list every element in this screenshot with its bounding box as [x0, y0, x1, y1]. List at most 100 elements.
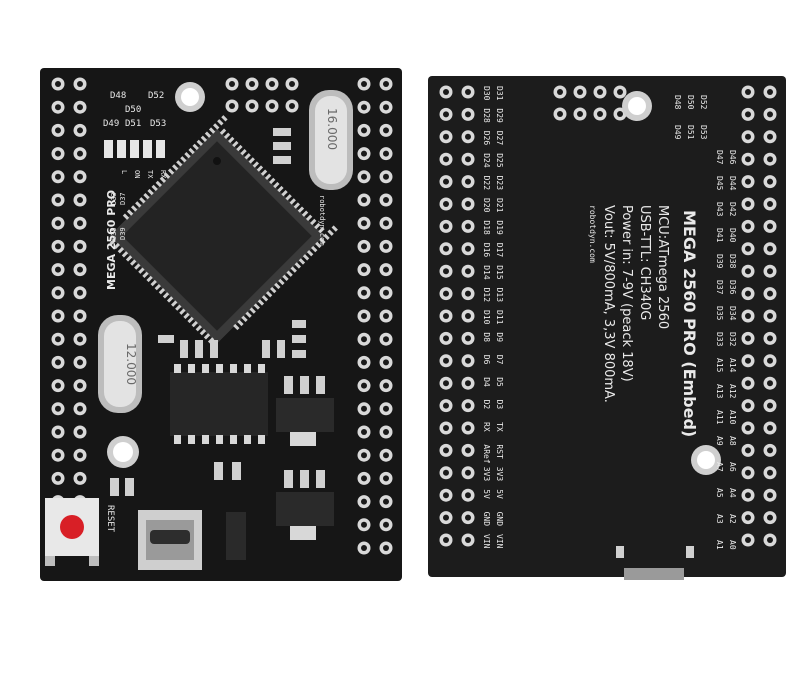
- pin-label: D30: [482, 86, 491, 101]
- pin-label: D9: [495, 332, 504, 342]
- front-model-label: MEGA 2560 PRO: [105, 190, 118, 290]
- crystal-16mhz: 16.000: [309, 90, 353, 190]
- back-left-inner-labels: D31D29D27D25D23D21D19D17D15D13D11D9D7D5D…: [495, 86, 504, 549]
- pin-label: D31: [495, 86, 504, 101]
- pin-label: D21: [495, 198, 504, 213]
- pin-label: A2: [728, 514, 737, 524]
- front-label-d53: D53: [150, 119, 166, 129]
- pin-label: D20: [482, 198, 491, 213]
- voltage-regulator-1: [276, 376, 334, 446]
- mounting-hole-icon: [622, 91, 652, 121]
- pin-label: D19: [495, 220, 504, 235]
- pin-label: A11: [715, 410, 724, 425]
- pin-label: D11: [495, 310, 504, 325]
- pin-label: A15: [715, 358, 724, 373]
- micro-usb-port-icon: [138, 510, 202, 570]
- pin-label: D35: [715, 306, 724, 321]
- pin-label: D26: [482, 131, 491, 146]
- pin-label: D39: [715, 254, 724, 269]
- pin-label: D16: [482, 243, 491, 258]
- back-led: [686, 546, 694, 558]
- front-website: robotdyn.com: [318, 195, 326, 246]
- pin-label: A14: [728, 358, 737, 373]
- pin-label: D3: [495, 400, 504, 410]
- back-title: MEGA 2560 PRO (Embed): [680, 210, 699, 437]
- pin-label: D18: [482, 220, 491, 235]
- pin-label: RX: [482, 422, 491, 432]
- front-label-d52: D52: [148, 91, 164, 101]
- spec-usb: USB-TTL: CH340G: [637, 205, 652, 320]
- back-label-d48: D48: [673, 95, 682, 110]
- usb-ttl-chip: [170, 364, 268, 444]
- front-label-d48: D48: [110, 91, 126, 101]
- pin-label: D36: [728, 280, 737, 295]
- led-label-on: ON: [133, 170, 141, 178]
- pin-label: D5: [495, 377, 504, 387]
- pin-label: D37: [715, 280, 724, 295]
- pin-label: D32: [728, 332, 737, 347]
- pin-label: D17: [495, 243, 504, 258]
- back-right-inner-labels: D47D45D43D41D39D37D35D33A15A13A11A9A7A5A…: [715, 150, 724, 550]
- back-label-d49: D49: [673, 125, 682, 140]
- pin-label: D42: [728, 202, 737, 217]
- back-label-d51: D51: [686, 125, 695, 140]
- voltage-regulator-2: [276, 470, 334, 540]
- back-label-d53: D53: [699, 125, 708, 140]
- atmega-chip: [109, 115, 338, 344]
- pin-label: A7: [715, 462, 724, 472]
- pin-label: RST: [495, 444, 504, 459]
- back-label-d52: D52: [699, 95, 708, 110]
- pin-label: D27: [495, 131, 504, 146]
- reset-button-icon: [45, 498, 99, 566]
- pin-label: D46: [728, 150, 737, 165]
- pin-label: A5: [715, 488, 724, 498]
- front-board: D48 D50 D52 D49 D51 D53 L ON TX RX MEGA …: [40, 68, 402, 581]
- pin-label: D33: [715, 332, 724, 347]
- back-header-pads: [439, 85, 777, 547]
- pin-label: D10: [482, 310, 491, 325]
- mounting-hole-icon: [107, 436, 139, 468]
- back-usb-edge: [624, 568, 684, 580]
- pin-label: D6: [482, 355, 491, 365]
- back-website: robotdyn.com: [588, 205, 597, 263]
- status-leds: [104, 140, 165, 158]
- front-chip-label-d37: D37: [119, 192, 127, 205]
- crystal-12mhz: 12.000: [98, 315, 142, 413]
- pin-label: TX: [495, 422, 504, 432]
- pin-label: GND: [482, 512, 491, 527]
- pin-label: D7: [495, 355, 504, 365]
- mounting-hole-icon: [691, 445, 721, 475]
- pin-label: D41: [715, 228, 724, 243]
- front-label-d51: D51: [125, 119, 141, 129]
- pin-label: D2: [482, 400, 491, 410]
- pin-label: D43: [715, 202, 724, 217]
- pin-label: D22: [482, 176, 491, 191]
- back-label-d50: D50: [686, 95, 695, 110]
- mounting-hole-icon: [175, 82, 205, 112]
- pin-label: D44: [728, 176, 737, 191]
- led-label-rx: RX: [159, 170, 167, 179]
- pin-label: A10: [728, 410, 737, 425]
- pin-label: D24: [482, 153, 491, 168]
- smd-components: [110, 128, 306, 496]
- back-board: D48 D50 D52 D49 D51 D53 D30D28D26D24D22D…: [428, 76, 786, 580]
- spec-power: Power in: 7-9V (peack 18V): [619, 205, 634, 382]
- pin-label: A9: [715, 436, 724, 446]
- pin-label: D23: [495, 176, 504, 191]
- pin-label: A6: [728, 462, 737, 472]
- pin-label: D12: [482, 288, 491, 303]
- front-header-pads: [51, 77, 393, 555]
- crystal-left-label: 12.000: [124, 343, 138, 385]
- front-chip-label-d35: D35: [110, 227, 118, 240]
- reset-label: RESET: [105, 505, 115, 533]
- pin-label: VIN: [482, 534, 491, 549]
- led-label-tx: TX: [146, 170, 154, 179]
- pin-label: D28: [482, 108, 491, 123]
- pin-label: 3V3: [495, 467, 504, 482]
- pin-label: D14: [482, 265, 491, 280]
- pin-label: A0: [728, 540, 737, 550]
- front-label-d49: D49: [103, 119, 119, 129]
- pin-label: GND: [495, 512, 504, 527]
- pin-label: D29: [495, 108, 504, 123]
